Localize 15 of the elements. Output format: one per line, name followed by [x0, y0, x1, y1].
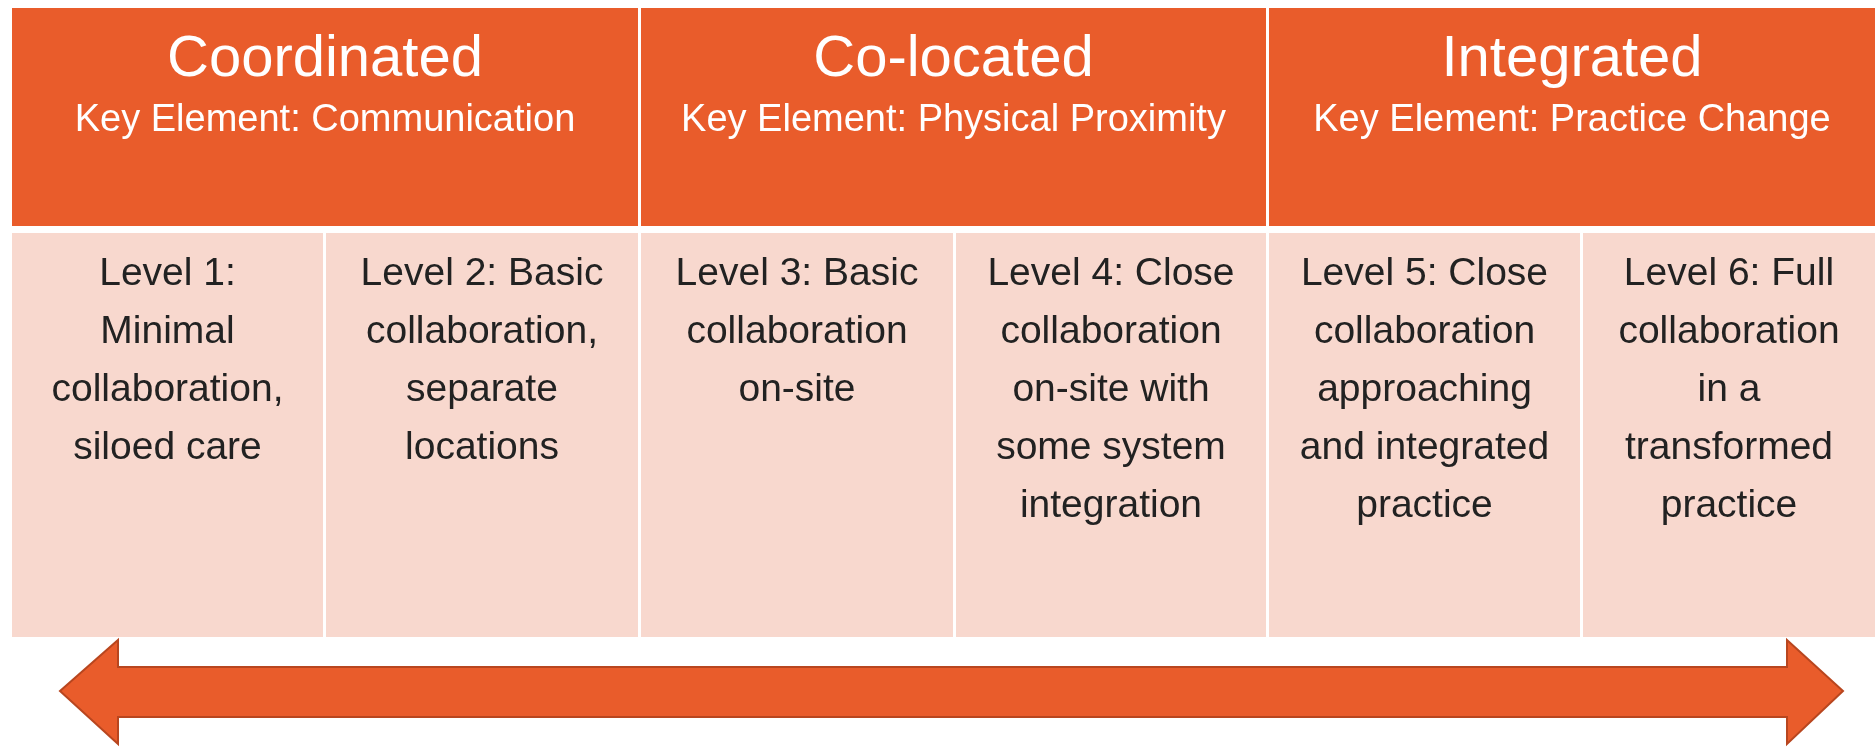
level-panel: Level 4: Close collaboration on-site with some system integration: [956, 233, 1266, 637]
column-title: Co-located: [813, 22, 1094, 90]
column-title: Coordinated: [167, 22, 483, 90]
header-band: [1269, 8, 1875, 226]
level-panel: Level 1: Minimal collaboration, siloed care: [12, 233, 323, 637]
column-title: Integrated: [1441, 22, 1703, 90]
header-band: [12, 8, 638, 226]
header-band: [641, 8, 1266, 226]
key-element-text: Key Element: Practice Change: [1313, 96, 1831, 141]
key-element-text: Key Element: Communication: [74, 96, 576, 141]
key-element-text: Key Element: Physical Proximity: [681, 96, 1226, 141]
level-panel: Level 5: Close collaboration approaching and integrated practice: [1269, 233, 1580, 637]
level-panel: Level 3: Basic collaboration on-site: [641, 233, 953, 637]
level-panel: Level 6: Full collaboration in a transformed practice: [1583, 233, 1875, 637]
level-panel: Level 2: Basic collaboration, separate locations: [326, 233, 638, 637]
